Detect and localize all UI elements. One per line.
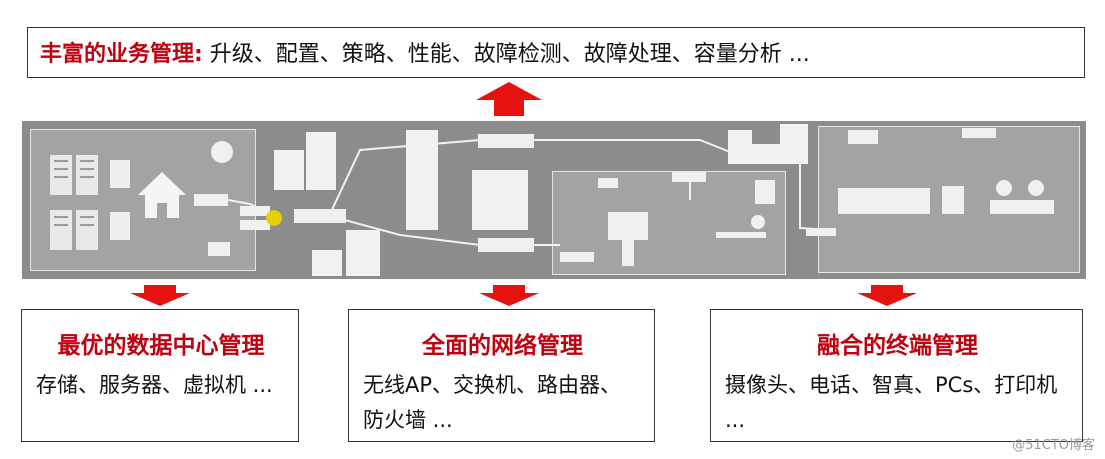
- datacenter-management-title: 最优的数据中心管理: [57, 333, 265, 359]
- users-icon: [996, 180, 1012, 196]
- switch-device-icon: [294, 209, 346, 223]
- server-rack-icon: [50, 155, 98, 250]
- firewall-shield-icon: [266, 210, 282, 226]
- core-switch-icon: [478, 134, 534, 148]
- camera-icon-2: [848, 130, 878, 144]
- mail-icon: [208, 242, 230, 256]
- terminal-management-desc: 摄像头、电话、智真、PCs、打印机 ...: [725, 373, 1058, 432]
- down-arrow-icon-left: [130, 285, 190, 306]
- watermark: @51CTO博客: [1012, 438, 1095, 453]
- building-icons: [274, 124, 808, 276]
- wireless-ap-icon-2: [962, 128, 996, 138]
- user-icon: [751, 215, 765, 229]
- network-management-box: 全面的网络管理 无线AP、交换机、路由器、防火墙 ...: [348, 309, 655, 442]
- conference-table-icon: [838, 188, 930, 214]
- down-arrow-icon-right: [857, 285, 917, 306]
- datacenter-management-desc: 存储、服务器、虚拟机 ...: [36, 373, 273, 397]
- down-arrow-icon-middle: [479, 285, 539, 306]
- network-management-title: 全面的网络管理: [422, 333, 583, 359]
- access-switch-icon: [478, 238, 534, 252]
- desk-icon: [716, 232, 766, 238]
- telepresence-screen-icon: [608, 212, 648, 240]
- camera-icon: [598, 178, 618, 188]
- business-management-items: 升级、配置、策略、性能、故障检测、故障处理、容量分析 ...: [202, 42, 810, 67]
- phone-icon: [755, 180, 775, 204]
- terminal-management-title: 融合的终端管理: [817, 333, 978, 359]
- business-management-box: 丰富的业务管理: 升级、配置、策略、性能、故障检测、故障处理、容量分析 ...: [27, 27, 1085, 78]
- ip-phone-icon: [942, 186, 964, 214]
- globe-icon: [211, 141, 233, 163]
- datacenter-management-box: 最优的数据中心管理 存储、服务器、虚拟机 ...: [21, 309, 299, 442]
- terminal-management-box: 融合的终端管理 摄像头、电话、智真、PCs、打印机 ...: [710, 309, 1083, 442]
- router-icon: [240, 206, 270, 216]
- switch-icon: [194, 194, 228, 206]
- network-management-desc: 无线AP、交换机、路由器、防火墙 ...: [363, 373, 622, 432]
- document-icon: [110, 160, 130, 240]
- wireless-ap-icon: [672, 172, 706, 182]
- up-arrow-icon: [476, 82, 542, 116]
- business-management-title: 丰富的业务管理:: [40, 42, 203, 67]
